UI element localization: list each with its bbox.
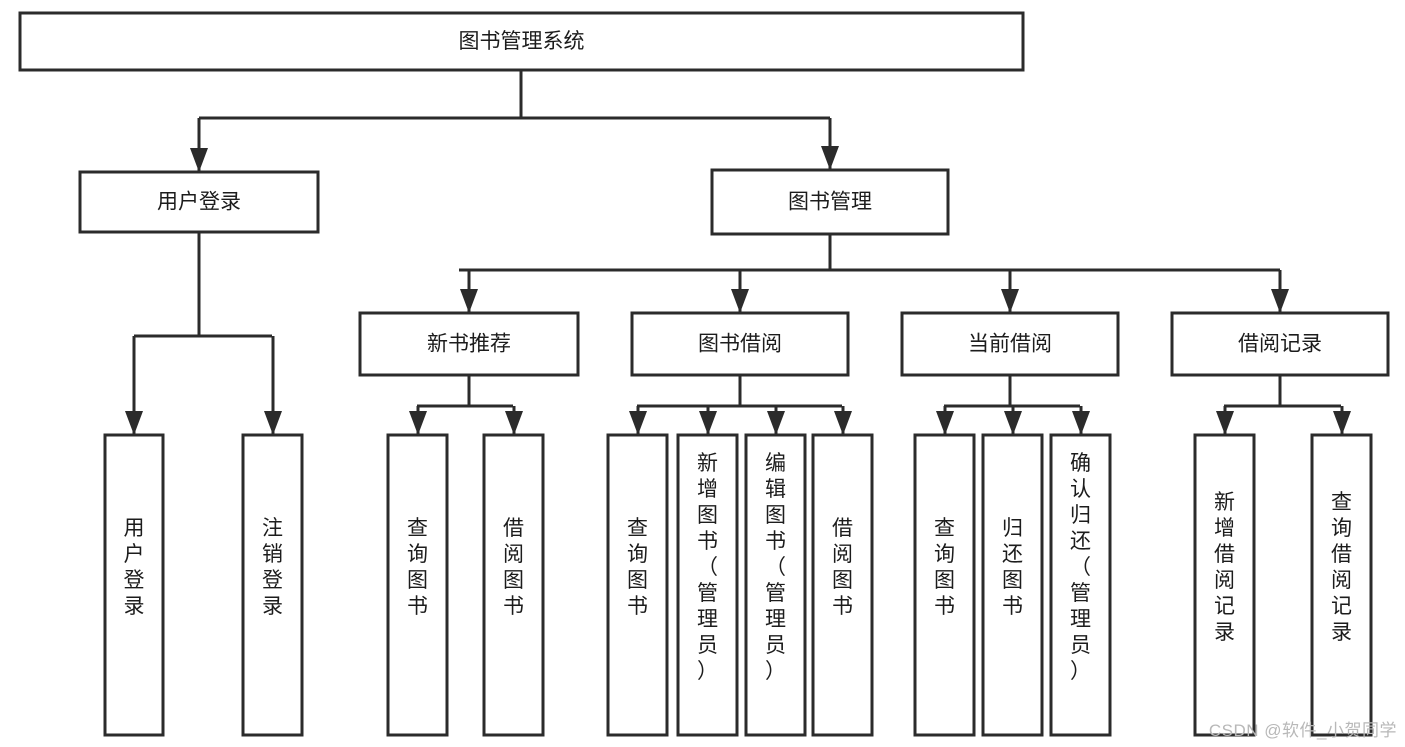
node-leaf-query-book-2[interactable]: 查询图书 — [606, 433, 669, 737]
node-box[interactable] — [900, 311, 1120, 377]
node-box[interactable] — [710, 168, 950, 236]
node-label: 归还图书 — [1002, 517, 1023, 618]
connector-group-book-manage — [459, 234, 1289, 313]
node-root[interactable]: 图书管理系统 — [18, 11, 1025, 72]
node-label: 图书借阅 — [698, 333, 782, 356]
node-leaf-query-book-3[interactable]: 查询图书 — [913, 433, 976, 737]
node-label: 查询图书 — [407, 517, 428, 618]
node-label: 新增图书（管理员） — [697, 452, 718, 683]
node-label: 查询借阅记录 — [1331, 491, 1352, 644]
connectors-layer — [125, 70, 1351, 435]
node-box[interactable] — [630, 311, 850, 377]
node-label: 借阅图书 — [503, 517, 524, 618]
node-leaf-borrow-book-2[interactable]: 借阅图书 — [811, 433, 874, 737]
connector-group-borrow-record — [1216, 375, 1351, 435]
node-leaf-confirm-return[interactable]: 确认归还（管理员） — [1049, 433, 1112, 737]
node-leaf-user-login[interactable]: 用户登录 — [103, 433, 165, 737]
node-label: 确认归还（管理员） — [1070, 452, 1091, 683]
nodes-layer: 图书管理系统用户登录图书管理新书推荐图书借阅当前借阅借阅记录用户登录注销登录查询… — [18, 11, 1390, 737]
node-label: 注销登录 — [262, 517, 283, 618]
node-label: 用户登录 — [124, 517, 145, 618]
node-box[interactable] — [1170, 311, 1390, 377]
node-label: 当前借阅 — [968, 333, 1052, 356]
connector-group-book-borrow — [629, 375, 852, 435]
node-box[interactable] — [981, 433, 1044, 737]
node-new-book-rec[interactable]: 新书推荐 — [358, 311, 580, 377]
node-leaf-borrow-book-1[interactable]: 借阅图书 — [482, 433, 545, 737]
arrow-head-icon — [1072, 411, 1090, 435]
node-box[interactable] — [744, 433, 807, 737]
node-book-manage[interactable]: 图书管理 — [710, 168, 950, 236]
connector-group-root — [190, 70, 839, 172]
arrow-head-icon — [125, 411, 143, 435]
arrow-head-icon — [1001, 289, 1019, 313]
node-user-login[interactable]: 用户登录 — [78, 170, 320, 234]
arrow-head-icon — [767, 411, 785, 435]
node-box[interactable] — [1310, 433, 1373, 737]
node-current-borrow[interactable]: 当前借阅 — [900, 311, 1120, 377]
node-box[interactable] — [482, 433, 545, 737]
node-label: 借阅图书 — [832, 517, 853, 618]
node-leaf-edit-book[interactable]: 编辑图书（管理员） — [744, 433, 807, 737]
node-box[interactable] — [1193, 433, 1256, 737]
arrow-head-icon — [834, 411, 852, 435]
arrow-head-icon — [460, 289, 478, 313]
node-label: 新书推荐 — [427, 333, 511, 356]
node-box[interactable] — [606, 433, 669, 737]
node-box[interactable] — [386, 433, 449, 737]
node-leaf-user-logout[interactable]: 注销登录 — [241, 433, 304, 737]
node-leaf-return-book[interactable]: 归还图书 — [981, 433, 1044, 737]
node-box[interactable] — [1049, 433, 1112, 737]
node-box[interactable] — [676, 433, 739, 737]
arrow-head-icon — [1271, 289, 1289, 313]
node-label: 查询图书 — [934, 517, 955, 618]
arrow-head-icon — [1216, 411, 1234, 435]
arrow-head-icon — [699, 411, 717, 435]
node-box[interactable] — [18, 11, 1025, 72]
arrow-head-icon — [629, 411, 647, 435]
arrow-head-icon — [936, 411, 954, 435]
connector-group-user-login — [125, 232, 282, 435]
node-box[interactable] — [103, 433, 165, 737]
node-label: 新增借阅记录 — [1214, 491, 1235, 644]
node-label: 借阅记录 — [1238, 333, 1322, 356]
arrow-head-icon — [264, 411, 282, 435]
node-borrow-record[interactable]: 借阅记录 — [1170, 311, 1390, 377]
node-box[interactable] — [913, 433, 976, 737]
node-label: 用户登录 — [157, 191, 241, 214]
arrow-head-icon — [821, 146, 839, 170]
arrow-head-icon — [505, 411, 523, 435]
node-leaf-query-record[interactable]: 查询借阅记录 — [1310, 433, 1373, 737]
node-label: 查询图书 — [627, 517, 648, 618]
connector-group-current-borrow — [936, 375, 1090, 435]
arrow-head-icon — [1004, 411, 1022, 435]
arrow-head-icon — [731, 289, 749, 313]
node-box[interactable] — [811, 433, 874, 737]
node-box[interactable] — [358, 311, 580, 377]
node-label: 编辑图书（管理员） — [765, 452, 786, 683]
node-book-borrow[interactable]: 图书借阅 — [630, 311, 850, 377]
node-leaf-add-book[interactable]: 新增图书（管理员） — [676, 433, 739, 737]
node-label: 图书管理系统 — [459, 30, 585, 53]
node-leaf-add-record[interactable]: 新增借阅记录 — [1193, 433, 1256, 737]
connector-group-new-book-rec — [409, 375, 523, 435]
node-box[interactable] — [241, 433, 304, 737]
arrow-head-icon — [409, 411, 427, 435]
node-box[interactable] — [78, 170, 320, 234]
node-leaf-query-book-1[interactable]: 查询图书 — [386, 433, 449, 737]
arrow-head-icon — [1333, 411, 1351, 435]
node-label: 图书管理 — [788, 191, 872, 214]
arrow-head-icon — [190, 148, 208, 172]
